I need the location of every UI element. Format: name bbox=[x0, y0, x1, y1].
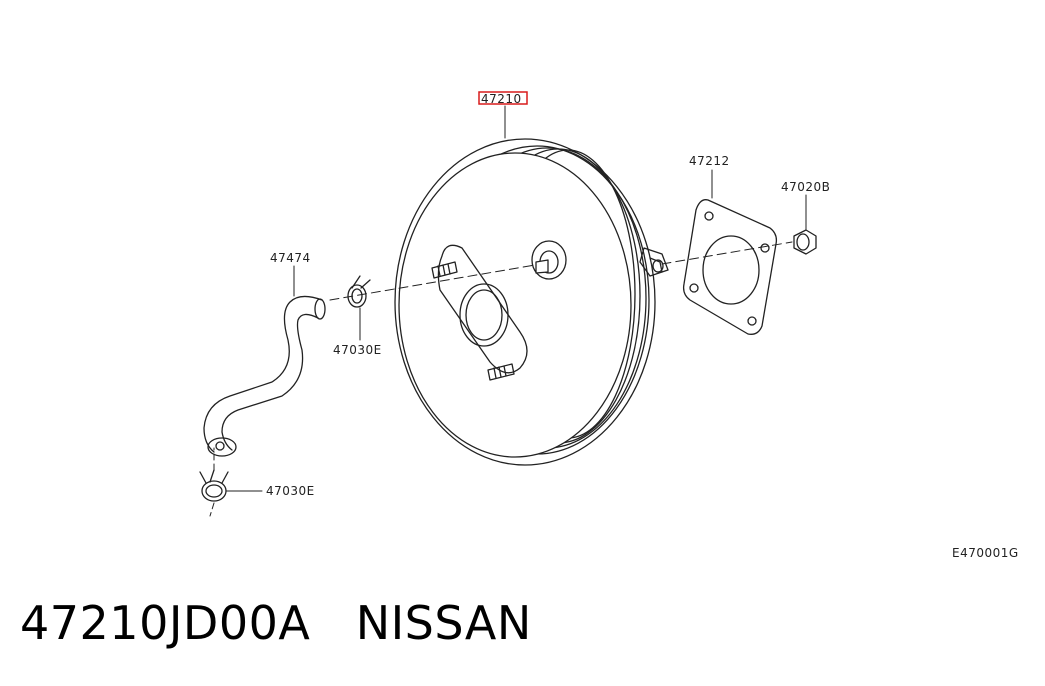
callout-gasket[interactable]: 47212 bbox=[689, 154, 730, 168]
diagram-code: E470001G bbox=[952, 546, 1019, 560]
nut bbox=[793, 229, 817, 255]
brake-booster bbox=[394, 138, 656, 466]
callout-nut[interactable]: 47020B bbox=[781, 180, 830, 194]
selected-part-highlight bbox=[478, 91, 528, 105]
vacuum-hose bbox=[203, 295, 326, 457]
callout-hose[interactable]: 47474 bbox=[270, 251, 311, 265]
gasket bbox=[682, 199, 778, 335]
check-valve bbox=[531, 240, 567, 280]
callout-clip-lower[interactable]: 47030E bbox=[266, 484, 315, 498]
callout-clip-upper[interactable]: 47030E bbox=[333, 343, 382, 357]
rear-bracket bbox=[639, 247, 669, 277]
brand-name: NISSAN bbox=[355, 596, 532, 650]
hose-clip-upper bbox=[347, 275, 371, 308]
callout-booster[interactable]: 47210 bbox=[481, 92, 522, 106]
stud-lower bbox=[487, 363, 515, 381]
stud-upper bbox=[431, 261, 458, 279]
part-number: 47210JD00A bbox=[20, 596, 311, 650]
part-caption: 47210JD00A NISSAN bbox=[20, 596, 532, 650]
mounting-flange bbox=[437, 244, 528, 374]
hose-clip-lower bbox=[199, 469, 229, 502]
leader-lines bbox=[209, 105, 807, 517]
